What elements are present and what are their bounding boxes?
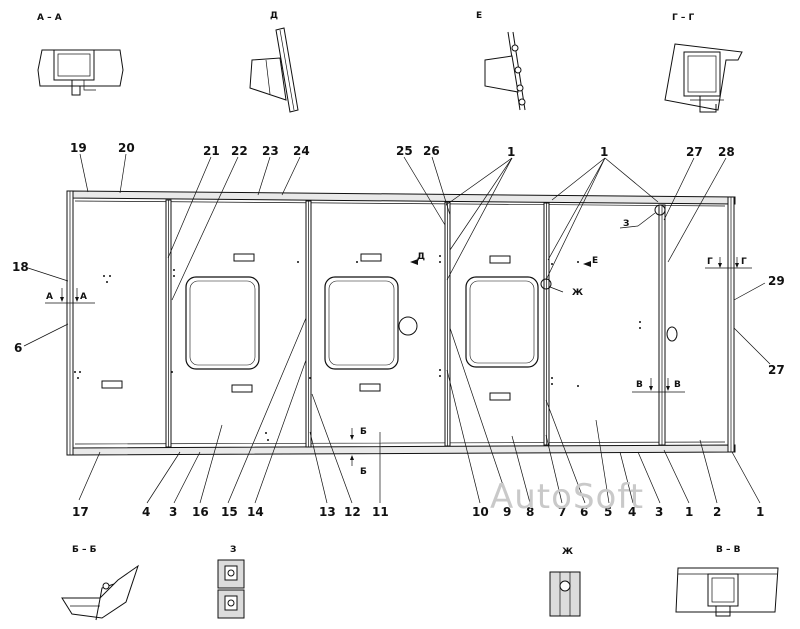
marker-b-top: Б (360, 427, 367, 437)
callout-bottom-4a: 4 (142, 505, 150, 519)
callout-top-20: 20 (118, 141, 135, 155)
callout-top-19: 19 (70, 141, 87, 155)
marker-zh: Ж (572, 288, 583, 298)
callout-top-28: 28 (718, 145, 735, 159)
callout-top-24: 24 (293, 144, 310, 158)
marker-g-right: Г (741, 257, 747, 267)
callout-top-26: 26 (423, 144, 440, 158)
section-title-vv: В – В (716, 545, 741, 555)
detail-view-gg: Г – Г (664, 13, 743, 113)
section-title-gg: Г – Г (672, 13, 695, 23)
detail-view-d: Д (249, 11, 299, 113)
callout-bottom-6: 6 (580, 505, 588, 519)
callout-top-23: 23 (262, 144, 279, 158)
callout-top-1b: 1 (600, 145, 608, 159)
callout-right-29: 29 (768, 274, 785, 288)
detail-view-z: З (217, 545, 245, 619)
oval-hole (666, 326, 678, 342)
main-assembly (66, 190, 736, 456)
callout-bottom-15: 15 (221, 505, 238, 519)
callout-bottom-4b: 4 (628, 505, 636, 519)
callout-left-18: 18 (12, 260, 29, 274)
marker-a-left: А (46, 292, 53, 302)
leader-lines (23, 153, 771, 504)
callout-bottom-13: 13 (319, 505, 336, 519)
detail-ring-z (654, 204, 666, 216)
callout-bottom-12: 12 (344, 505, 361, 519)
section-title-d: Д (270, 11, 278, 21)
callout-bottom-1a: 1 (685, 505, 693, 519)
marker-b-bottom: Б (360, 467, 367, 477)
detail-ring-zh (540, 278, 552, 290)
callout-right-27: 27 (768, 363, 785, 377)
detail-view-bb: Б – Б (61, 545, 139, 621)
section-title-bb: Б – Б (72, 545, 97, 555)
watermark: AutoSoft (490, 477, 644, 517)
callout-top-22: 22 (231, 144, 248, 158)
callout-top-27: 27 (686, 145, 703, 159)
callout-numbers: 19 20 21 22 23 24 25 26 1 1 27 28 18 6 2… (12, 141, 785, 519)
callout-bottom-3a: 3 (169, 505, 177, 519)
callout-top-25: 25 (396, 144, 413, 158)
marker-e: Е (592, 256, 598, 266)
callout-top-21: 21 (203, 144, 220, 158)
callout-bottom-8: 8 (526, 505, 534, 519)
marker-g-left: Г (707, 257, 713, 267)
section-title-e: Е (476, 11, 482, 21)
section-title-z: З (230, 545, 236, 555)
panel-slots (101, 253, 511, 401)
marker-v-right: В (674, 380, 681, 390)
detail-view-vv: В – В (675, 545, 779, 617)
callout-bottom-14: 14 (247, 505, 264, 519)
callout-bottom-5: 5 (604, 505, 612, 519)
section-markers: А А Д Е Ж З Г Г Б Б В В (45, 212, 752, 477)
detail-view-e: Е (476, 11, 526, 111)
section-title-zh: Ж (562, 547, 573, 557)
callout-bottom-9: 9 (503, 505, 511, 519)
section-title-aa: А – А (37, 13, 62, 23)
callout-bottom-11: 11 (372, 505, 389, 519)
callout-left-6: 6 (14, 341, 22, 355)
marker-a-right: А (80, 292, 87, 302)
callout-bottom-16: 16 (192, 505, 209, 519)
marker-z: З (623, 219, 629, 229)
callout-bottom-10: 10 (472, 505, 489, 519)
vertical-posts (165, 199, 666, 448)
detail-view-zh: Ж (549, 547, 581, 617)
marker-v-left: В (636, 380, 643, 390)
callout-bottom-3b: 3 (655, 505, 663, 519)
round-hole (398, 316, 418, 336)
callout-bottom-7: 7 (558, 505, 566, 519)
detail-view-aa: А – А (37, 13, 124, 96)
marker-d: Д (417, 252, 425, 262)
rivet-dots (74, 255, 641, 441)
callout-bottom-17: 17 (72, 505, 89, 519)
callout-top-1a: 1 (507, 145, 515, 159)
callout-bottom-1b: 1 (756, 505, 764, 519)
callout-bottom-2: 2 (713, 505, 721, 519)
